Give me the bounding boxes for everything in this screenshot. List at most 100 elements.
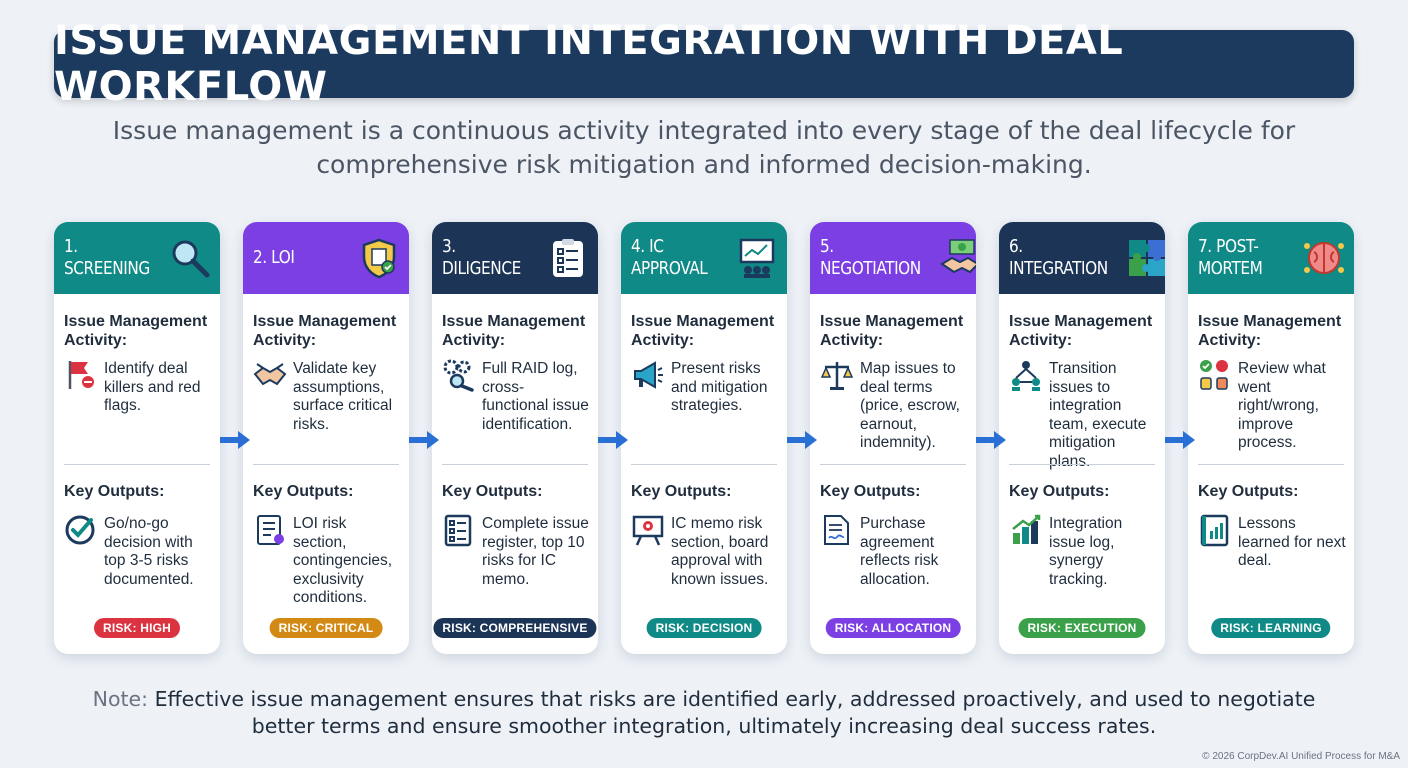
activity-section: Issue Management Activity: Review what w… [1188,294,1354,453]
activity-section: Issue Management Activity: Transition is… [999,294,1165,471]
stage-header: 7. POST-MORTEM [1188,222,1354,294]
activity-section: Issue Management Activity: Validate key … [243,294,409,434]
document-list-icon [253,513,287,547]
section-divider [820,464,966,465]
flow-arrow-icon [596,428,630,452]
activity-text: Map issues to deal terms (price, escrow,… [860,360,960,451]
output-text: Lessons learned for next deal. [1238,515,1346,569]
stage-title: 5. NEGOTIATION [820,236,921,279]
risk-badge: RISK: DECISION [646,618,762,638]
clipboard-checklist-icon [546,236,590,280]
stage-card: 3. DILIGENCE Issue Management Activity: … [432,222,598,654]
output-text: Go/no-go decision with top 3-5 risks doc… [104,515,194,588]
copyright-footer: © 2026 CorpDev.AI Unified Process for M&… [1202,751,1400,762]
thumbs-feedback-icon [1198,358,1232,392]
outputs-section: Key Outputs: Integration issue log, syne… [999,466,1165,589]
risk-badge: RISK: COMPREHENSIVE [433,618,597,638]
shield-document-icon [357,236,401,280]
stage-card: 7. POST-MORTEM Issue Management Activity… [1188,222,1354,654]
flow-arrow-icon [407,428,441,452]
activity-section: Issue Management Activity: Identify deal… [54,294,220,416]
check-circle-icon [64,513,98,547]
team-network-icon [1009,358,1043,392]
output-text: Integration issue log, synergy tracking. [1049,515,1123,588]
output-text: Complete issue register, top 10 risks fo… [482,515,589,588]
megaphone-icon [631,358,665,392]
checklist-icon [442,513,476,547]
flow-arrow-icon [785,428,819,452]
output-text: IC memo risk section, board approval wit… [671,515,769,588]
presentation-board-icon [735,236,779,280]
note-label: Note: [92,687,149,711]
magnifier-icon [168,236,212,280]
outputs-label: Key Outputs: [631,483,732,500]
title-banner: ISSUE MANAGEMENT INTEGRATION WITH DEAL W… [54,18,1354,110]
outputs-label: Key Outputs: [820,483,921,500]
stage-card: 2. LOI Issue Management Activity: Valida… [243,222,409,654]
activity-section: Issue Management Activity: Full RAID log… [432,294,598,434]
section-divider [1009,464,1155,465]
activity-label: Issue Management Activity: [442,313,586,349]
stage-title: 4. IC APPROVAL [631,236,708,279]
outputs-label: Key Outputs: [442,483,543,500]
book-chart-icon [1198,513,1232,547]
stage-title: 3. DILIGENCE [442,236,521,279]
stage-title: 2. LOI [253,247,295,268]
activity-label: Issue Management Activity: [1198,313,1342,349]
stage-title: 1. SCREENING [64,236,150,279]
activity-label: Issue Management Activity: [631,313,775,349]
activity-text: Review what went right/wrong, improve pr… [1238,360,1326,451]
flow-arrow-icon [974,428,1008,452]
stage-card: 5. NEGOTIATION Issue Management Activity… [810,222,976,654]
presentation-icon [631,513,665,547]
activity-section: Issue Management Activity: Present risks… [621,294,787,416]
section-divider [631,464,777,465]
outputs-label: Key Outputs: [1198,483,1299,500]
risk-badge: RISK: CRITICAL [269,618,383,638]
red-flag-icon [64,358,98,392]
activity-text: Validate key assumptions, surface critic… [293,360,393,433]
gears-magnifier-icon [442,358,476,392]
risk-badge: RISK: ALLOCATION [825,618,961,638]
stage-card: 6. INTEGRATION Issue Management Activity… [999,222,1165,654]
page-title: ISSUE MANAGEMENT INTEGRATION WITH DEAL W… [54,18,1124,110]
outputs-section: Key Outputs: IC memo risk section, board… [621,466,787,589]
section-divider [442,464,588,465]
section-divider [1198,464,1344,465]
outputs-section: Key Outputs: LOI risk section, contingen… [243,466,409,608]
stage-title: 6. INTEGRATION [1009,236,1108,279]
stage-header: 1. SCREENING [54,222,220,294]
outputs-label: Key Outputs: [1009,483,1110,500]
activity-text: Full RAID log, cross-functional issue id… [482,360,589,433]
note: Note: Effective issue management ensures… [60,686,1348,740]
section-divider [64,464,210,465]
growth-chart-icon [1009,513,1043,547]
puzzle-icon [1125,236,1165,280]
stage-card: 4. IC APPROVAL Issue Management Activity… [621,222,787,654]
stage-header: 2. LOI [243,222,409,294]
scales-icon [820,358,854,392]
outputs-section: Key Outputs: Lessons learned for next de… [1188,466,1354,571]
brain-gear-icon [1302,236,1346,280]
risk-badge: RISK: EXECUTION [1018,618,1146,638]
outputs-section: Key Outputs: Purchase agreement reflects… [810,466,976,589]
stage-header: 4. IC APPROVAL [621,222,787,294]
flow-arrow-icon [218,428,252,452]
activity-section: Issue Management Activity: Map issues to… [810,294,976,453]
handshake-icon [253,358,287,392]
flow-arrow-icon [1163,428,1197,452]
note-text: Effective issue management ensures that … [154,687,1316,738]
stage-title: 7. POST-MORTEM [1198,236,1263,279]
outputs-section: Key Outputs: Go/no-go decision with top … [54,466,220,589]
activity-label: Issue Management Activity: [64,313,208,349]
subtitle: Issue management is a continuous activit… [112,116,1296,179]
risk-badge: RISK: LEARNING [1211,618,1331,638]
risk-badge: RISK: HIGH [94,618,180,638]
output-text: Purchase agreement reflects risk allocat… [860,515,939,588]
stage-header: 3. DILIGENCE [432,222,598,294]
outputs-label: Key Outputs: [64,483,165,500]
activity-label: Issue Management Activity: [1009,313,1153,349]
contract-icon [820,513,854,547]
section-divider [253,464,399,465]
stage-header: 6. INTEGRATION [999,222,1165,294]
